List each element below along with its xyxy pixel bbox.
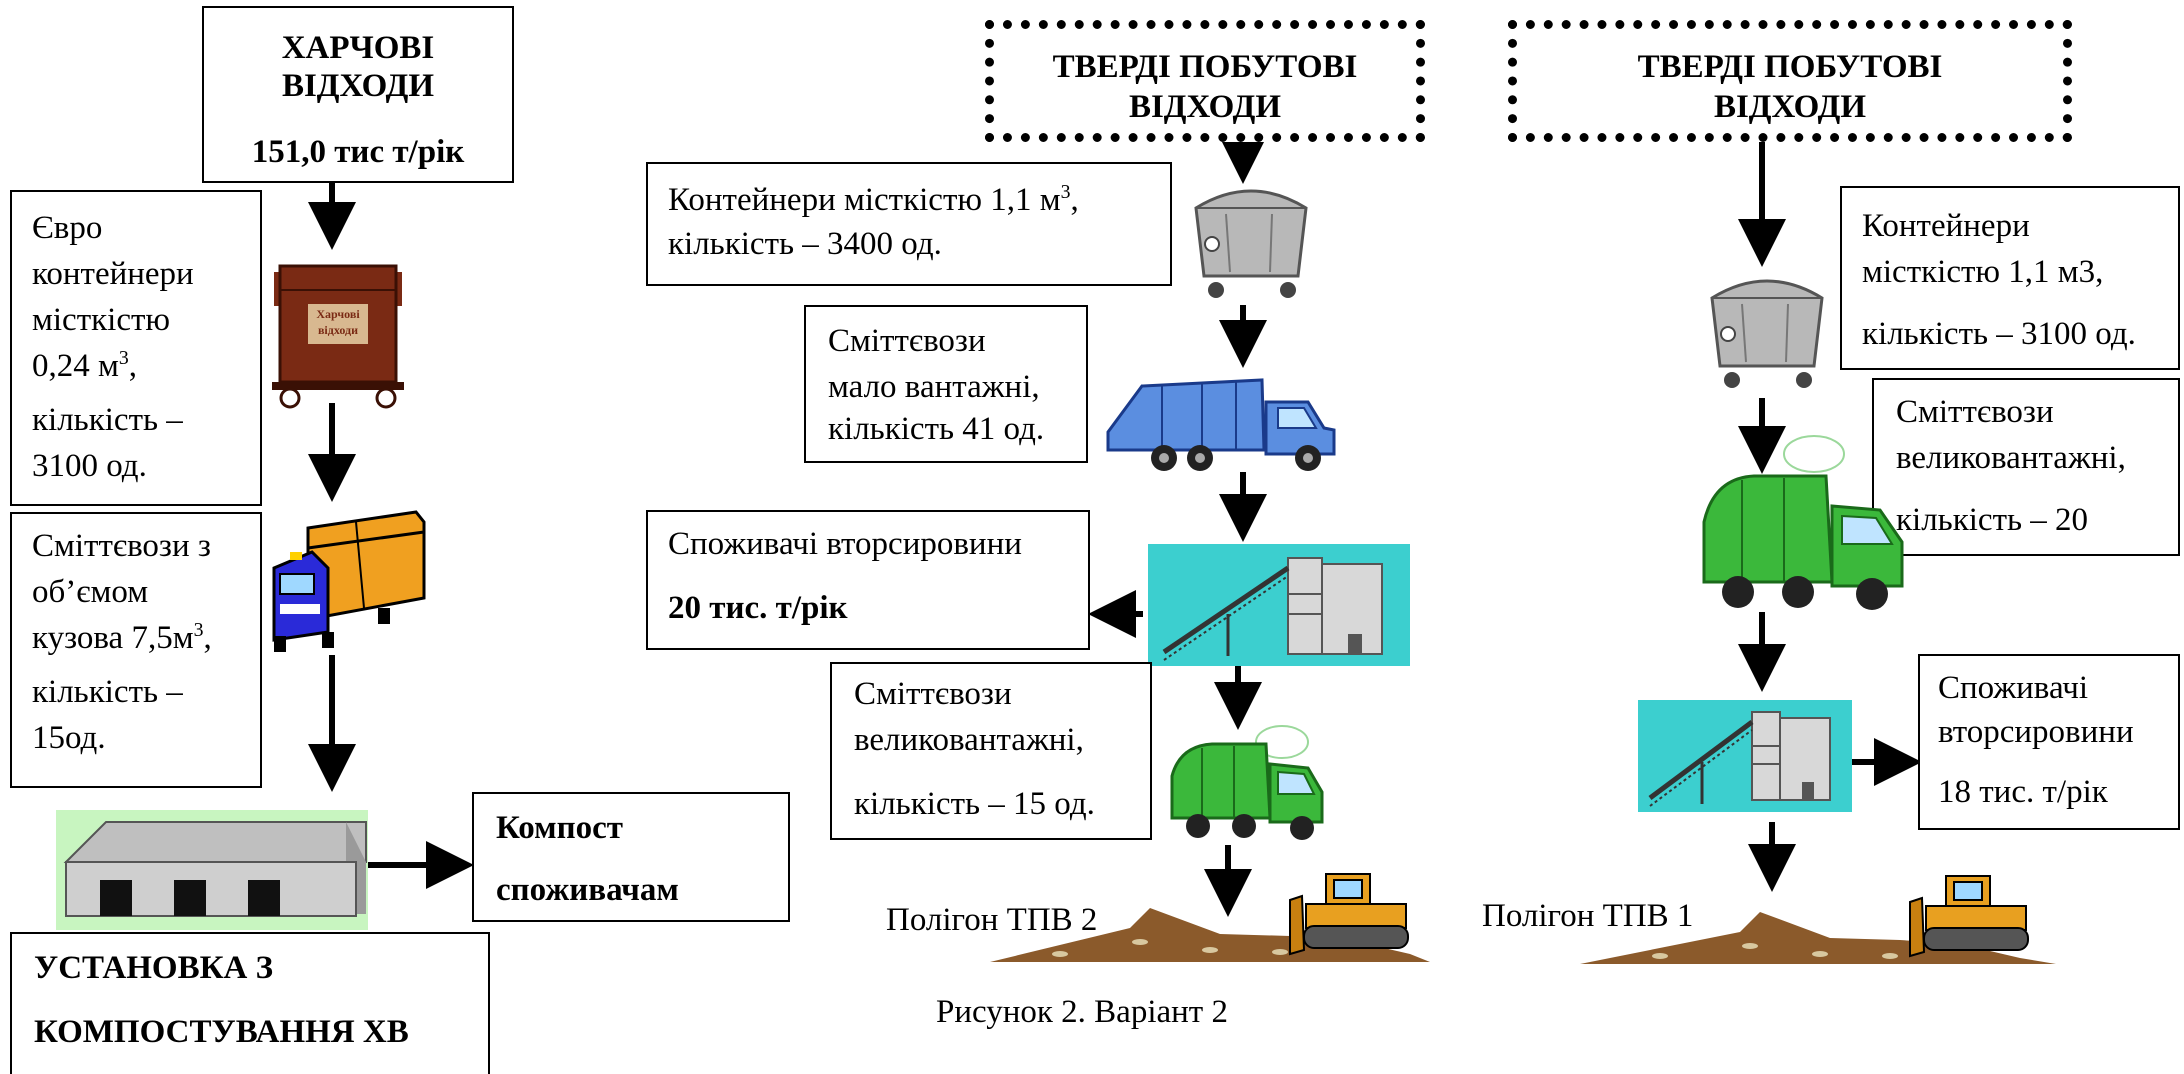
food-waste-title-line2: ВІДХОДИ [281,68,435,104]
compost-plant-icon [56,810,368,930]
v1-landfill-icon [1580,872,2056,968]
v2-landfill-label: Полігон ТПВ 2 [886,902,1098,938]
v2-small-trucks-line1: Сміттєвози [828,323,986,359]
v2-recyclables-box: Споживачі вторсировини 20 тис. т/рік [646,510,1090,650]
v2-containers-line1: Контейнери місткістю 1,1 м3, [668,181,1079,218]
v1-garbage-truck-green-icon [1694,432,1912,616]
v2-recyclables-line2: 20 тис. т/рік [668,590,848,626]
v1-sorting-plant-icon [1638,700,1852,812]
v1-containers-line3: кількість – 3100 од. [1862,316,2136,352]
euro-containers-line2: контейнери [32,256,194,292]
v2-solid-waste-title-line2: ВІДХОДИ [1128,89,1282,125]
euro-containers-line4: 0,24 м3, [32,347,138,384]
v2-waste-bin-icon [1186,178,1316,306]
v1-recyclables-line2: вторсировини [1938,714,2134,750]
euro-containers-line6: 3100 од. [32,448,147,484]
v2-big-trucks-box: Сміттєвози великовантажні, кількість – 1… [830,662,1152,840]
v1-waste-bin-icon [1702,268,1832,396]
v2-recyclables-line1: Споживачі вторсировини [668,526,1022,562]
v1-big-trucks-line2: великовантажні, [1896,440,2126,476]
dump-truck-icon [268,508,428,656]
v1-solid-waste-title-line1: ТВЕРДІ ПОБУТОВІ [1637,49,1943,85]
v2-big-trucks-line2: великовантажні, [854,722,1084,758]
food-trucks-line3: кузова 7,5м3, [32,619,212,656]
v2-solid-waste-title-line1: ТВЕРДІ ПОБУТОВІ [1052,49,1358,85]
food-waste-title-line1: ХАРЧОВІ [281,30,435,66]
compost-consumers-line1: Компост [496,810,624,846]
v1-big-trucks-box: Сміттєвози великовантажні, кількість – 2… [1872,378,2180,556]
v1-recyclables-box: Споживачі вторсировини 18 тис. т/рік [1918,654,2180,830]
v2-small-trucks-box: Сміттєвози мало вантажні, кількість 41 о… [804,305,1088,463]
figure-caption: Рисунок 2. Варіант 2 [936,994,1228,1030]
euro-containers-box: Євро контейнери місткістю 0,24 м3, кільк… [10,190,262,506]
v2-solid-waste-box: ТВЕРДІ ПОБУТОВІ ВІДХОДИ [985,20,1425,142]
food-waste-container-icon: Харчові відходи [268,262,408,410]
v2-garbage-truck-blue-icon [1102,372,1348,476]
composting-plant-line2: КОМПОСТУВАННЯ ХВ [34,1014,409,1050]
v1-containers-box: Контейнери місткістю 1,1 м3, кількість –… [1840,186,2180,370]
v2-containers-box: Контейнери місткістю 1,1 м3, кількість –… [646,162,1172,286]
food-trucks-line4: кількість – [32,674,183,710]
euro-containers-line5: кількість – [32,402,183,438]
food-trucks-line5: 15од. [32,720,106,756]
v1-recyclables-line1: Споживачі [1938,670,2089,706]
v1-landfill-label: Полігон ТПВ 1 [1482,898,1694,934]
composting-plant-line1: УСТАНОВКА З [34,950,274,986]
v1-containers-line2: місткістю 1,1 м3, [1862,254,2104,290]
food-waste-amount: 151,0 тис т/рік [251,134,465,170]
compost-consumers-line2: споживачам [496,872,679,908]
v1-recyclables-line3: 18 тис. т/рік [1938,774,2108,810]
food-trucks-line1: Сміттєвози з [32,528,211,564]
food-trucks-box: Сміттєвози з об’ємом кузова 7,5м3, кільк… [10,512,262,788]
v2-landfill-icon [990,870,1430,966]
v2-garbage-truck-green-icon [1162,718,1330,846]
composting-plant-box: УСТАНОВКА З КОМПОСТУВАННЯ ХВ [10,932,490,1074]
v1-containers-line1: Контейнери [1862,208,2030,244]
compost-consumers-box: Компост споживачам [472,792,790,922]
v1-big-trucks-line1: Сміттєвози [1896,394,2054,430]
v1-solid-waste-title-line2: ВІДХОДИ [1713,89,1867,125]
v2-small-trucks-line3: кількість 41 од. [828,411,1045,447]
euro-containers-line3: місткістю [32,302,171,338]
v2-containers-line2: кількість – 3400 од. [668,226,942,262]
euro-containers-line1: Євро [32,210,103,246]
v2-small-trucks-line2: мало вантажні, [828,369,1040,405]
food-waste-container-label-line1: Харчові [316,307,360,321]
v2-big-trucks-line3: кількість – 15 од. [854,786,1095,822]
v2-sorting-plant-icon [1148,544,1410,666]
food-waste-box: ХАРЧОВІ ВІДХОДИ 151,0 тис т/рік [202,6,514,183]
food-waste-container-label-line2: відходи [317,323,359,337]
food-trucks-line2: об’ємом [32,574,149,610]
v2-big-trucks-line1: Сміттєвози [854,676,1012,712]
v1-big-trucks-line3: кількість – 20 [1896,502,2089,538]
v1-solid-waste-box: ТВЕРДІ ПОБУТОВІ ВІДХОДИ [1508,20,2072,142]
